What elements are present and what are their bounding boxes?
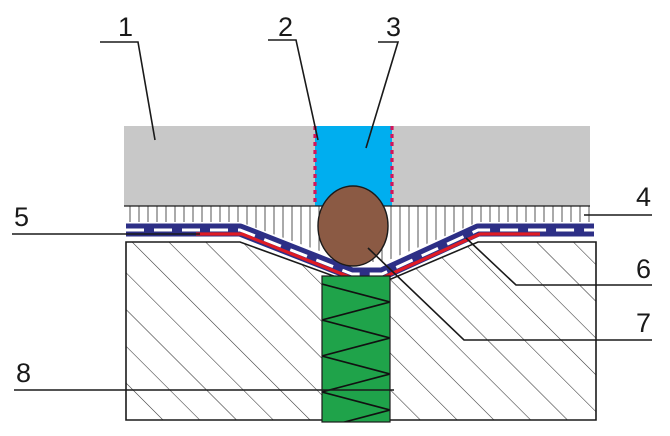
leader-7 xyxy=(367,247,652,341)
upper-panel xyxy=(124,126,590,206)
callout-1: 1 xyxy=(118,12,133,42)
insulation xyxy=(321,275,391,423)
leader-2 xyxy=(268,39,319,141)
callout-7: 7 xyxy=(636,308,651,338)
callout-8: 8 xyxy=(16,358,31,388)
callout-3: 3 xyxy=(386,12,401,42)
leader-3 xyxy=(365,41,400,149)
callout-5: 5 xyxy=(14,202,29,232)
callout-labels: 1 2 3 4 5 6 7 8 xyxy=(14,12,651,388)
sealant xyxy=(313,126,394,206)
backer-rod xyxy=(317,185,389,267)
callout-4: 4 xyxy=(636,182,651,212)
callout-2: 2 xyxy=(278,12,293,42)
callout-6: 6 xyxy=(636,254,651,284)
leader-1 xyxy=(100,41,156,141)
leader-lines xyxy=(12,39,652,391)
leader-6 xyxy=(465,237,652,286)
